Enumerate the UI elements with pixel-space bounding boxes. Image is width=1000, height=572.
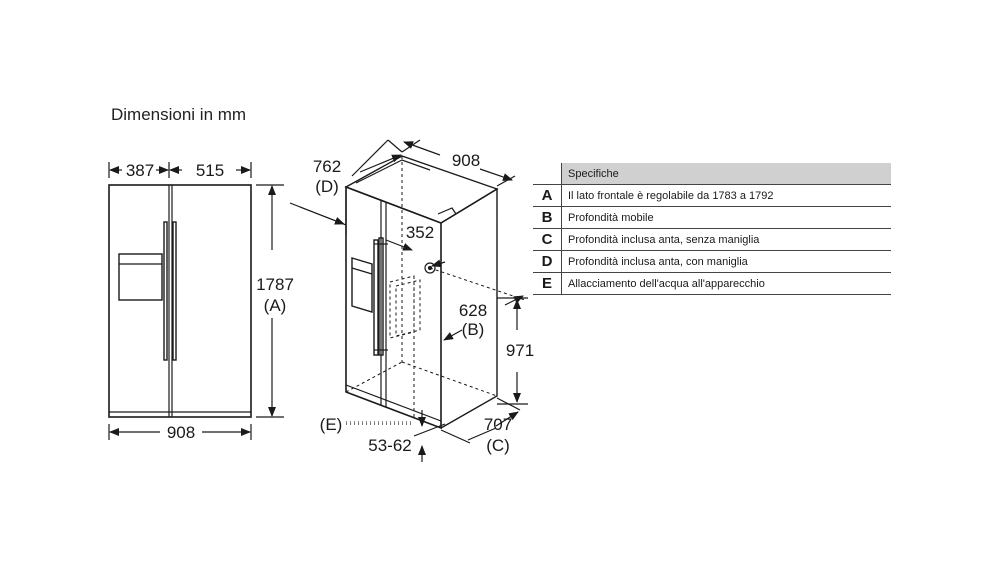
dim-label-762: 762: [313, 157, 341, 176]
water-connection-icon: [424, 262, 436, 274]
iso-handle-left: [373, 239, 379, 356]
dim-line-628: [443, 329, 463, 341]
dim-label-53-62: 53-62: [368, 436, 411, 455]
table-row: B Profondità mobile: [533, 206, 891, 229]
spec-label: Il lato frontale è regolabile da 1783 a …: [561, 184, 891, 207]
dim-label-628: 628: [459, 301, 487, 320]
iso-handle-right: [378, 237, 384, 356]
front-view-labels: 387 515 1787 (A) 908: [126, 161, 294, 442]
spec-key: D: [533, 250, 562, 273]
dim-label-e: (E): [320, 415, 343, 434]
handle-left: [163, 221, 168, 361]
dim-label-971: 971: [506, 341, 534, 360]
dim-label-515: 515: [196, 161, 224, 180]
handle-right: [172, 221, 177, 361]
spec-key: B: [533, 206, 562, 229]
dim-label-a: (A): [264, 296, 287, 315]
specs-table: Specifiche A Il lato frontale è regolabi…: [533, 163, 891, 295]
specs-header-row: Specifiche: [533, 163, 891, 185]
dim-label-707: 707: [484, 415, 512, 434]
table-row: E Allacciamento dell'acqua all'apparecch…: [533, 272, 891, 295]
fridge-side-face: [440, 187, 498, 429]
dim-label-b: (B): [462, 320, 485, 339]
spec-key: A: [533, 184, 562, 207]
specs-header: Specifiche: [561, 163, 891, 185]
dim-label-387: 387: [126, 161, 154, 180]
table-row: D Profondità inclusa anta, con maniglia: [533, 250, 891, 273]
water-dispenser: [118, 253, 163, 301]
dim-label-908-front: 908: [167, 423, 195, 442]
page-title: Dimensioni in mm: [111, 105, 247, 124]
iso-view-labels: 762 (D) 908 352 628 (B) 971 707 (C) (E) …: [313, 151, 534, 455]
dim-line-908-iso: [403, 141, 441, 156]
front-view: [108, 162, 284, 440]
fridge-body-front: [108, 184, 252, 418]
spec-label: Allacciamento dell'acqua all'apparecchio: [561, 272, 891, 295]
table-row: A Il lato frontale è regolabile da 1783 …: [533, 184, 891, 207]
dim-label-d: (D): [315, 177, 339, 196]
spec-key: C: [533, 228, 562, 251]
dim-label-1787: 1787: [256, 275, 294, 294]
dim-label-352: 352: [406, 223, 434, 242]
iso-dispenser: [351, 257, 373, 313]
dim-line-707: [467, 427, 497, 441]
spec-key: E: [533, 272, 562, 295]
spec-label: Profondità mobile: [561, 206, 891, 229]
iso-view: [289, 139, 528, 462]
dim-line-352: [385, 239, 413, 251]
dim-label-c: (C): [486, 436, 510, 455]
spec-label: Profondità inclusa anta, con maniglia: [561, 250, 891, 273]
dim-line-762: [299, 206, 345, 225]
table-row: C Profondità inclusa anta, senza manigli…: [533, 228, 891, 251]
dim-label-908-iso: 908: [452, 151, 480, 170]
specs-header-key: [533, 163, 562, 185]
spec-label: Profondità inclusa anta, senza maniglia: [561, 228, 891, 251]
